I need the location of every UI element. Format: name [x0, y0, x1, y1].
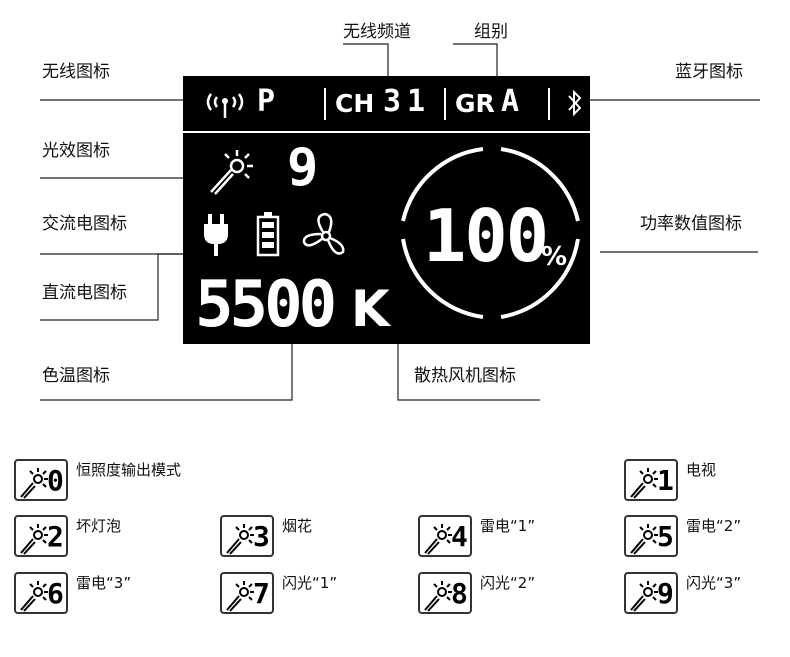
mode-name: 闪光“3” — [686, 574, 742, 592]
lcd-panel: P CH 31 GR A 9 — [183, 76, 590, 344]
mode-name: 雷电“3” — [76, 574, 132, 592]
channel-value: 31 — [383, 84, 432, 119]
magic-wand-icon — [226, 581, 254, 612]
mode-digit: 7 — [253, 577, 270, 610]
mode-box: 9 — [624, 572, 678, 614]
label-color-temp-icon: 色温图标 — [42, 366, 110, 386]
magic-wand-icon — [424, 524, 452, 555]
mode-name: 闪光“2” — [480, 574, 536, 592]
magic-wand-icon — [630, 581, 658, 612]
bluetooth-icon — [568, 89, 582, 117]
magic-wand-icon — [20, 468, 48, 499]
mode-name: 坏灯泡 — [76, 517, 122, 535]
label-power-value-icon: 功率数值图标 — [640, 214, 742, 234]
mode-box: 8 — [418, 572, 472, 614]
mode-box: 7 — [220, 572, 274, 614]
mode-digit: 2 — [47, 520, 64, 553]
mode-box: 2 — [14, 515, 68, 557]
mode-box: 0 — [14, 459, 68, 501]
power-unit: % — [541, 242, 568, 272]
magic-wand-icon — [210, 150, 253, 195]
mode-digit: 6 — [47, 577, 64, 610]
label-dc-power-icon: 直流电图标 — [42, 283, 127, 303]
fan-icon — [302, 212, 345, 255]
label-group: 组别 — [474, 22, 508, 42]
label-wireless-icon: 无线图标 — [42, 62, 110, 82]
magic-wand-icon — [630, 524, 658, 555]
mode-digit: 9 — [657, 577, 674, 610]
mode-digit: 0 — [47, 464, 64, 497]
mode-box: 5 — [624, 515, 678, 557]
mode-digit: 1 — [657, 464, 674, 497]
mode-digit: 4 — [451, 520, 468, 553]
label-bluetooth-icon: 蓝牙图标 — [675, 62, 743, 82]
power-value: 100 — [423, 194, 549, 278]
mode-name: 雷电“2” — [686, 517, 742, 535]
label-light-effect-icon: 光效图标 — [42, 141, 110, 161]
mode-box: 1 — [624, 459, 678, 501]
panel-decorations — [183, 88, 590, 319]
magic-wand-icon — [226, 524, 254, 555]
label-ac-power-icon: 交流电图标 — [42, 214, 127, 234]
group-value: A — [501, 84, 520, 119]
mode-name: 闪光“1” — [282, 574, 338, 592]
magic-wand-icon — [424, 581, 452, 612]
color-temp-value: 5500 — [195, 268, 337, 342]
mode-name: 烟花 — [282, 517, 313, 535]
mode-digit: 8 — [451, 577, 468, 610]
gr-label: GR — [455, 89, 495, 118]
mode-box: 4 — [418, 515, 472, 557]
magic-wand-icon — [20, 581, 48, 612]
effect-number-value: 9 — [287, 138, 319, 198]
mode-box: 6 — [14, 572, 68, 614]
antenna-icon — [206, 93, 244, 118]
wireless-mode-value: P — [257, 84, 276, 119]
label-wireless-channel: 无线频道 — [343, 22, 411, 42]
battery-icon — [256, 212, 280, 257]
mode-name: 恒照度输出模式 — [76, 461, 182, 479]
mode-name: 雷电“1” — [480, 517, 536, 535]
magic-wand-icon — [20, 524, 48, 555]
ch-label: CH — [335, 89, 375, 118]
plug-icon — [204, 214, 228, 256]
color-temp-unit: K — [351, 280, 390, 338]
magic-wand-icon — [630, 468, 658, 499]
mode-digit: 3 — [253, 520, 270, 553]
mode-digit: 5 — [657, 520, 674, 553]
mode-name: 电视 — [686, 461, 717, 479]
label-fan-icon: 散热风机图标 — [414, 366, 516, 386]
mode-box: 3 — [220, 515, 274, 557]
